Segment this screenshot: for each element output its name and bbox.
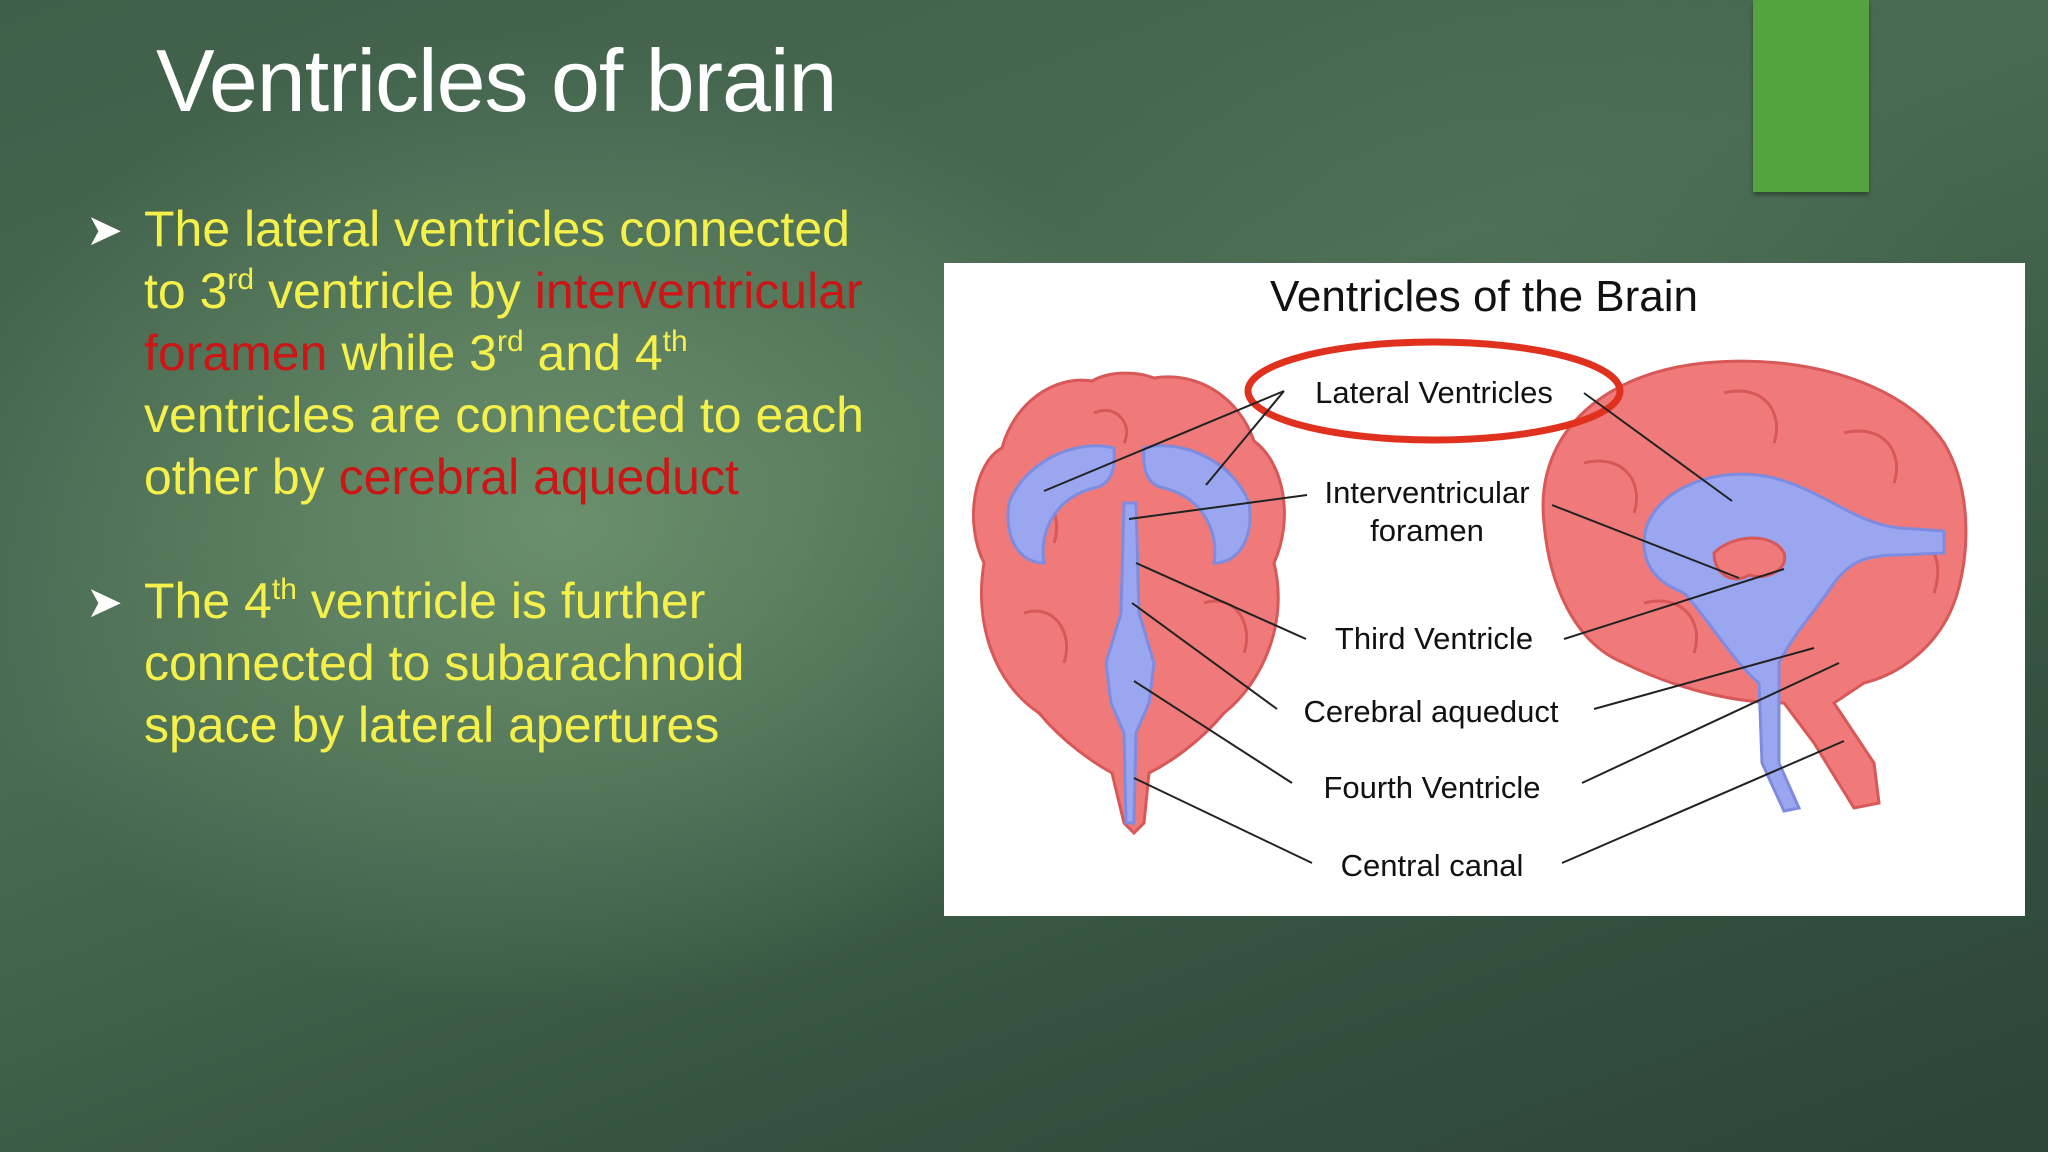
bullet-text: while 3 bbox=[327, 325, 497, 381]
label-cerebral-aqueduct: Cerebral aqueduct bbox=[1303, 694, 1558, 729]
label-foramen: foramen bbox=[1370, 513, 1484, 548]
arrowhead-bullet-icon: ➤ bbox=[86, 578, 123, 627]
third-fourth-ventricle bbox=[1104, 501, 1156, 825]
coronal-brain bbox=[972, 371, 1286, 836]
bullet-text: and 4 bbox=[523, 325, 663, 381]
label-lateral-ventricles: Lateral Ventricles bbox=[1315, 375, 1553, 410]
brain-diagram: Ventricles of the Brain Lateral Ventricl… bbox=[972, 272, 1968, 883]
brain-folds bbox=[1583, 389, 1940, 654]
bullet-text: ventricle by bbox=[254, 263, 535, 319]
bullet-list: ➤ The lateral ventricles connected to 3r… bbox=[86, 198, 886, 818]
bullet-text: The lateral ventricles connected to 3 bbox=[144, 201, 850, 319]
sagittal-brain bbox=[1541, 359, 1968, 813]
brain-ventricles-figure: Ventricles of the Brain Lateral Ventricl… bbox=[944, 263, 2025, 916]
bullet-text: The 4 bbox=[144, 573, 272, 629]
label-central-canal: Central canal bbox=[1341, 848, 1524, 883]
bullet-item: ➤ The lateral ventricles connected to 3r… bbox=[86, 198, 886, 508]
label-fourth-ventricle: Fourth Ventricle bbox=[1323, 770, 1540, 805]
ordinal-suffix: rd bbox=[496, 325, 524, 358]
highlight-term: interventricular foramen bbox=[144, 263, 863, 381]
bullet-text: ventricles are connected to each other b… bbox=[144, 387, 864, 505]
ordinal-suffix: th bbox=[662, 325, 688, 358]
label-interventricular: Interventricular bbox=[1324, 475, 1529, 510]
lateral-ventricle-left bbox=[1006, 444, 1116, 565]
slide-title: Ventricles of brain bbox=[156, 31, 837, 130]
leader-lines bbox=[1043, 390, 1845, 864]
ordinal-suffix: rd bbox=[227, 263, 255, 296]
lateral-ventricle-right bbox=[1142, 444, 1252, 565]
accent-bar bbox=[1753, 0, 1869, 192]
label-third-ventricle: Third Ventricle bbox=[1335, 621, 1533, 656]
bullet-text: ventricle is further connected to subara… bbox=[144, 573, 745, 753]
ordinal-suffix: th bbox=[271, 573, 297, 606]
arrowhead-bullet-icon: ➤ bbox=[86, 206, 123, 255]
bullet-item: ➤ The 4th ventricle is further connected… bbox=[86, 570, 886, 756]
thalamus bbox=[1712, 536, 1787, 581]
figure-title: Ventricles of the Brain bbox=[1270, 272, 1698, 321]
highlight-ellipse bbox=[1244, 338, 1624, 444]
highlight-term: cerebral aqueduct bbox=[338, 449, 739, 505]
